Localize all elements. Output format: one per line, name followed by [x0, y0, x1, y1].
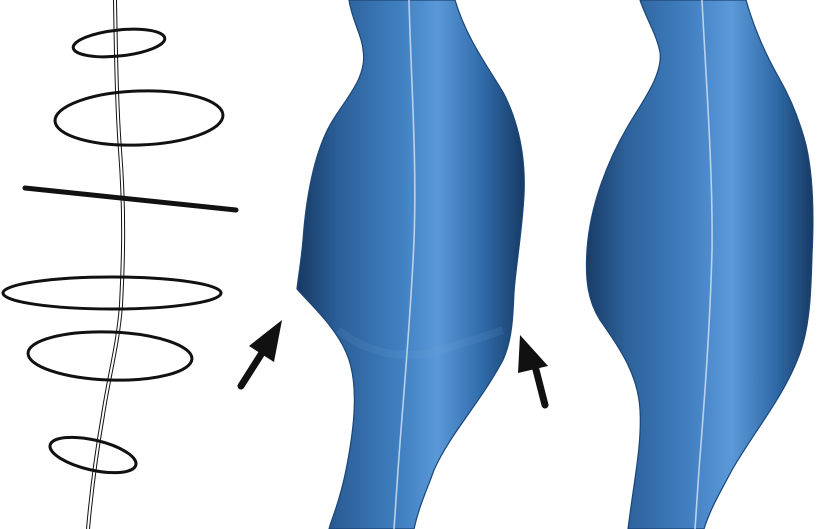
arrow-icon	[518, 335, 549, 409]
middle-centerline	[393, 0, 416, 529]
contour-5	[26, 330, 194, 382]
right-panel	[585, 0, 814, 529]
middle-lower-highlight	[335, 326, 505, 359]
left-centerline	[86, 0, 126, 529]
right-vessel-surface	[585, 0, 814, 529]
arrow-icon	[237, 320, 282, 390]
contour-2	[53, 89, 225, 147]
contour-3	[22, 185, 239, 213]
contour-1	[71, 27, 167, 59]
right-centerline	[694, 0, 713, 529]
middle-vessel-surface	[296, 0, 525, 529]
left-panel	[1, 0, 239, 529]
contour-4	[1, 275, 223, 311]
arrow-group	[237, 320, 549, 409]
left-centerline-inner	[87, 0, 125, 529]
contour-6	[48, 435, 138, 475]
middle-panel	[296, 0, 525, 529]
